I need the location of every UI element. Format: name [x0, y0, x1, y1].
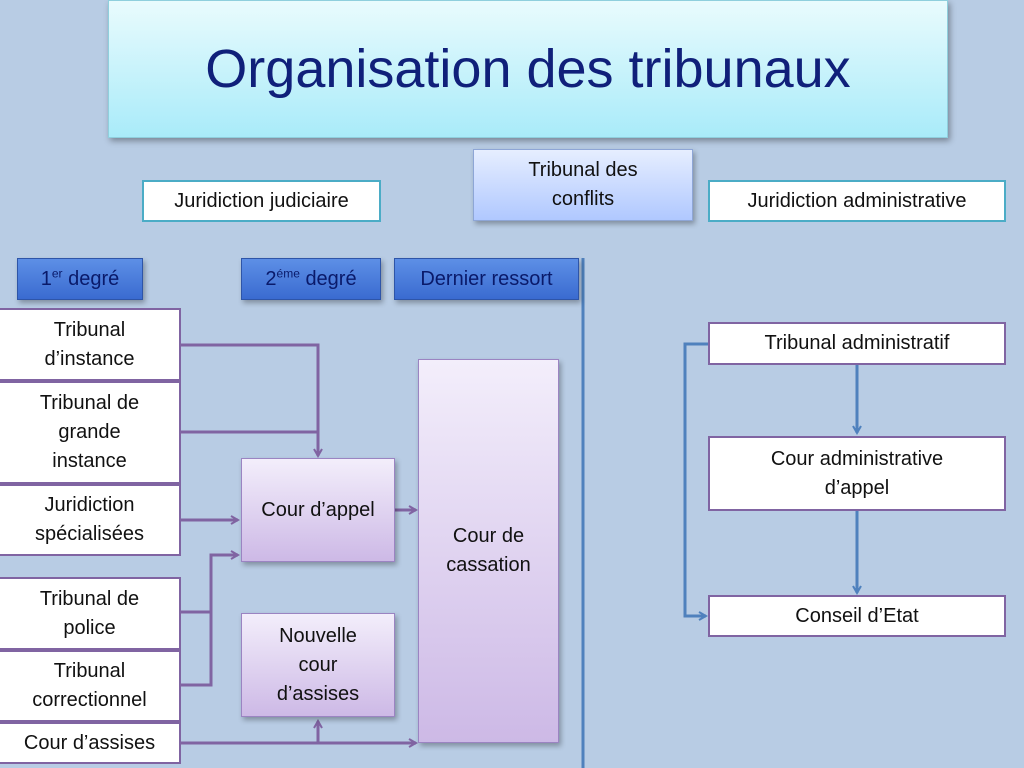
cour-administrative-d-appel: Cour administrative d’appel [708, 436, 1006, 511]
cour-d-appel: Cour d’appel [241, 458, 395, 562]
tribunal-correctionnel: Tribunal correctionnel [0, 650, 181, 722]
conseil-d-etat: Conseil d’Etat [708, 595, 1006, 637]
tribunal-de-police: Tribunal de police [0, 577, 181, 650]
juridiction-specialisees: Juridiction spécialisées [0, 484, 181, 556]
connector-correctionnel-to-appel [181, 612, 213, 687]
header-juridiction-judiciaire: Juridiction judiciaire [142, 180, 381, 222]
title-banner: Organisation des tribunaux [108, 0, 948, 138]
degree-last-resort: Dernier ressort [394, 258, 579, 300]
connector-police-to-appel [181, 555, 238, 614]
page-title: Organisation des tribunaux [205, 39, 851, 99]
connector-tribunal-admin-to-conseil [683, 342, 708, 616]
header-tribunal-des-conflits: Tribunal des conflits [473, 149, 693, 221]
cour-d-assises: Cour d’assises [0, 722, 181, 764]
degree-second: 2éme degré [241, 258, 381, 300]
nouvelle-cour-d-assises: Nouvelle cour d’assises [241, 613, 395, 717]
connector-instance-to-appel [181, 343, 318, 456]
tribunal-administratif: Tribunal administratif [708, 322, 1006, 365]
degree-first: 1er degré [17, 258, 143, 300]
cour-de-cassation: Cour de cassation [418, 359, 559, 743]
tribunal-de-grande-instance: Tribunal de grande instance [0, 381, 181, 484]
tribunal-d-instance: Tribunal d’instance [0, 308, 181, 381]
header-juridiction-administrative: Juridiction administrative [708, 180, 1006, 222]
